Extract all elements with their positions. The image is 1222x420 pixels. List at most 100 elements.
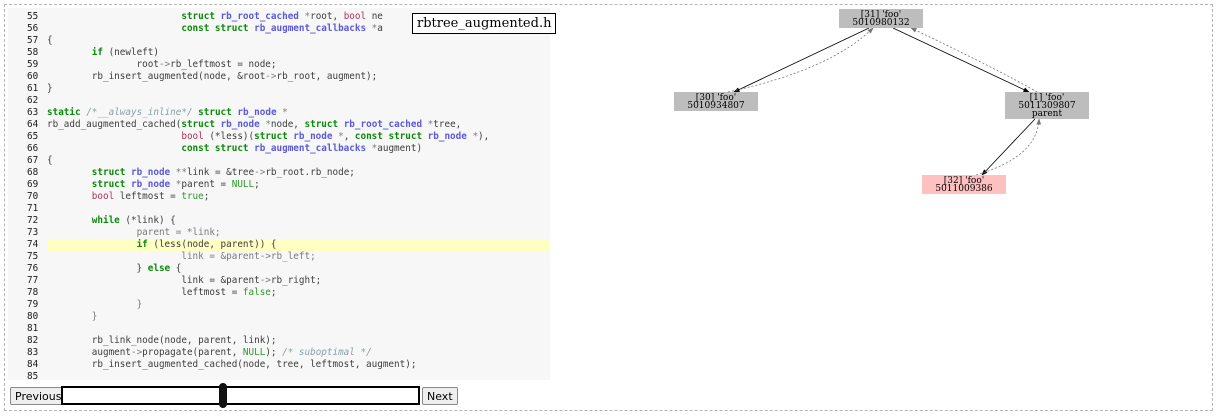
code-text: } bbox=[136, 299, 143, 310]
code-text: struct rb_node *parent = NULL; bbox=[91, 179, 260, 190]
code-line: 84 rb_insert_augmented_cached(node, tree… bbox=[8, 359, 550, 371]
line-number: 65 bbox=[27, 131, 39, 142]
next-button[interactable]: Next bbox=[422, 387, 458, 405]
line-number: 62 bbox=[27, 95, 39, 106]
tree-node-box bbox=[674, 92, 758, 111]
code-line: 82 rb_link_node(node, parent, link); bbox=[8, 335, 550, 347]
line-number: 59 bbox=[27, 59, 39, 70]
code-text: { bbox=[47, 155, 53, 166]
code-line: 76 } else { bbox=[8, 263, 550, 275]
line-number: 85 bbox=[27, 371, 39, 380]
tree-node-label: [30] 'foo' bbox=[696, 93, 736, 103]
step-slider[interactable] bbox=[61, 383, 420, 408]
tree-node-label: [31] 'foo' bbox=[861, 10, 901, 20]
code-line: 83 augment->propagate(parent, NULL); /* … bbox=[8, 347, 550, 359]
code-text: const struct rb_augment_callbacks *a bbox=[181, 23, 383, 34]
code-line: 72 while (*link) { bbox=[8, 215, 550, 227]
code-text: augment->propagate(parent, NULL); /* sub… bbox=[47, 347, 372, 358]
code-text: if (newleft) bbox=[91, 47, 159, 58]
line-number: 79 bbox=[27, 299, 39, 310]
code-line: 56 const struct rb_augment_callbacks *a bbox=[8, 23, 550, 35]
code-text: link = &parent->rb_left; bbox=[181, 251, 316, 262]
file-name-label: rbtree_augmented.h bbox=[412, 13, 557, 34]
tree-node-n30[interactable]: [30] 'foo'5010934807 bbox=[674, 92, 758, 111]
code-line: 62 bbox=[8, 95, 550, 107]
code-text: rb_insert_augmented(node, &root->rb_root… bbox=[47, 71, 378, 82]
tree-node-label: [32] 'foo' bbox=[944, 176, 984, 186]
line-number: 60 bbox=[27, 71, 39, 82]
graph-edge-n1-n31 bbox=[910, 27, 1038, 93]
line-number: 73 bbox=[27, 227, 39, 238]
line-number: 56 bbox=[27, 23, 39, 34]
graph-edge-n31-n30 bbox=[733, 27, 870, 93]
code-line: 79 } bbox=[8, 299, 550, 311]
tree-node-label: 5010980132 bbox=[852, 18, 909, 28]
code-text: while (*link) { bbox=[91, 215, 176, 226]
line-number: 74 bbox=[27, 239, 39, 250]
code-line: 71 bbox=[8, 203, 550, 215]
code-line: 59 root->rb_leftmost = node; bbox=[8, 59, 550, 71]
code-line: 58 if (newleft) bbox=[8, 47, 550, 59]
tree-node-label: 5011009386 bbox=[935, 184, 993, 194]
graph-edge-n31-n1 bbox=[892, 27, 1030, 93]
line-number: 76 bbox=[27, 263, 39, 274]
code-text: } else { bbox=[47, 263, 182, 274]
graph-edge-n1-n32 bbox=[981, 118, 1036, 176]
code-line: 68 struct rb_node **link = &tree->rb_roo… bbox=[8, 167, 550, 179]
code-line: 70 bool leftmost = true; bbox=[8, 191, 550, 203]
code-line: 80 } bbox=[8, 311, 550, 323]
tree-node-label: 5010934807 bbox=[687, 101, 745, 111]
code-text: parent = *link; bbox=[136, 227, 221, 238]
tree-node-box bbox=[922, 175, 1006, 194]
line-number: 84 bbox=[27, 359, 39, 370]
line-number: 82 bbox=[27, 335, 39, 346]
code-line: 66 const struct rb_augment_callbacks *au… bbox=[8, 143, 550, 155]
line-number: 70 bbox=[27, 191, 39, 202]
code-line-current: 74 if (less(node, parent)) { bbox=[8, 239, 550, 251]
code-line: 78 leftmost = false; bbox=[8, 287, 550, 299]
tree-node-box bbox=[1005, 92, 1089, 119]
line-number: 83 bbox=[27, 347, 39, 358]
line-number: 69 bbox=[27, 179, 39, 190]
previous-button[interactable]: Previous bbox=[10, 387, 67, 405]
code-text: leftmost = false; bbox=[47, 287, 277, 298]
graph-edge-n30-n31 bbox=[727, 27, 874, 93]
code-text: const struct rb_augment_callbacks *augme… bbox=[181, 143, 423, 154]
code-text: } bbox=[47, 83, 53, 94]
line-number: 55 bbox=[27, 11, 39, 22]
line-number: 58 bbox=[27, 47, 39, 58]
code-text: rb_link_node(node, parent, link); bbox=[47, 335, 277, 346]
line-number: 78 bbox=[27, 287, 39, 298]
code-line: 81 bbox=[8, 323, 550, 335]
slider-thumb[interactable] bbox=[219, 383, 227, 408]
line-number: 68 bbox=[27, 167, 39, 178]
tree-node-n32[interactable]: [32] 'foo'5011009386 bbox=[922, 175, 1006, 194]
line-number: 64 bbox=[27, 119, 39, 130]
code-text: { bbox=[47, 35, 53, 46]
line-number: 80 bbox=[27, 311, 39, 322]
line-number: 75 bbox=[27, 251, 39, 262]
line-number: 63 bbox=[27, 107, 39, 118]
tree-node-n31[interactable]: [31] 'foo'5010980132 bbox=[839, 9, 923, 28]
code-line: 75 link = &parent->rb_left; bbox=[8, 251, 550, 263]
graph-edge-n32-n1 bbox=[975, 118, 1042, 176]
code-text: struct rb_node **link = &tree->rb_root.r… bbox=[91, 167, 355, 178]
line-number: 72 bbox=[27, 215, 39, 226]
code-text: } bbox=[91, 311, 98, 322]
code-line: 63 static /*__always_inline*/ struct rb_n… bbox=[8, 107, 550, 119]
code-line: 65 bool (*less)(struct rb_node *, const … bbox=[8, 131, 550, 143]
code-text: bool leftmost = true; bbox=[91, 191, 210, 202]
code-line: 57{ bbox=[8, 35, 550, 47]
line-number: 71 bbox=[27, 203, 39, 214]
line-number: 77 bbox=[27, 275, 39, 286]
tree-node-label: [1] 'foo' bbox=[1030, 93, 1065, 103]
tree-node-label: 5011309807 bbox=[1018, 101, 1076, 111]
code-text: link = &parent->rb_right; bbox=[47, 275, 322, 286]
code-line: 69 struct rb_node *parent = NULL; bbox=[8, 179, 550, 191]
code-text: static /*__always_inline*/ struct rb_nod… bbox=[47, 107, 288, 118]
code-text: root->rb_leftmost = node; bbox=[47, 59, 277, 70]
